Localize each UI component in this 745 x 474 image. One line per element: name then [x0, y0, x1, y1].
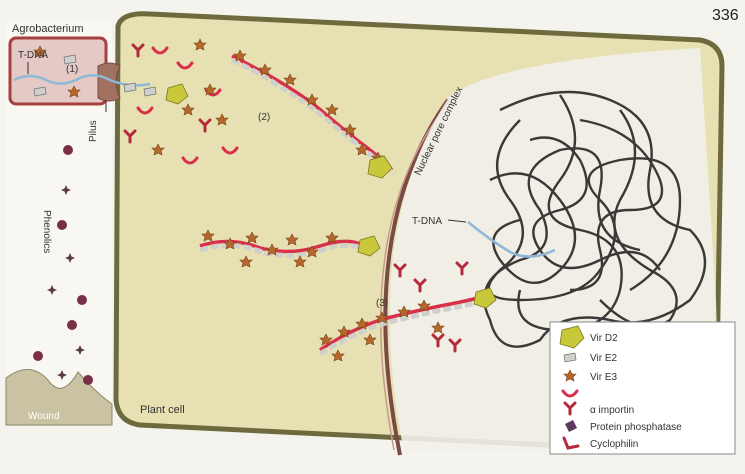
legend: Vir D2 Vir E2 Vir E3 α importin Protein …: [550, 322, 735, 454]
vir-e2-protein: [124, 83, 136, 92]
page-number: 336: [712, 7, 739, 24]
tdna-nucleus-label: T-DNA: [412, 216, 442, 227]
agrobacterium-cell: [10, 38, 106, 104]
phenolics-label: Phenolics: [41, 210, 52, 253]
legend-label-alpha-importin: α importin: [590, 405, 634, 416]
step-1-label: (1): [66, 64, 78, 75]
plant-cell-label: Plant cell: [140, 404, 185, 416]
vir-e2-protein: [144, 87, 156, 96]
vire2-icon: [564, 353, 576, 362]
legend-label-vir-e3: Vir E3: [590, 372, 617, 383]
vir-e2-protein: [34, 87, 46, 96]
legend-label-cyclophilin: Cyclophilin: [590, 439, 638, 450]
step-2-label: (2): [258, 112, 270, 123]
legend-label-protein-phosphatase: Protein phosphatase: [590, 422, 682, 433]
vir-e2-protein: [64, 55, 76, 64]
legend-label-vir-d2: Vir D2: [590, 333, 618, 344]
wound-label: Wound: [28, 411, 60, 422]
agrobacterium-label: Agrobacterium: [12, 23, 84, 35]
step-3-label: (3): [376, 298, 388, 309]
pilus-label: Pilus: [88, 120, 99, 142]
tdna-bacterium-label: T-DNA: [18, 50, 48, 61]
legend-label-vir-e2: Vir E2: [590, 353, 617, 364]
